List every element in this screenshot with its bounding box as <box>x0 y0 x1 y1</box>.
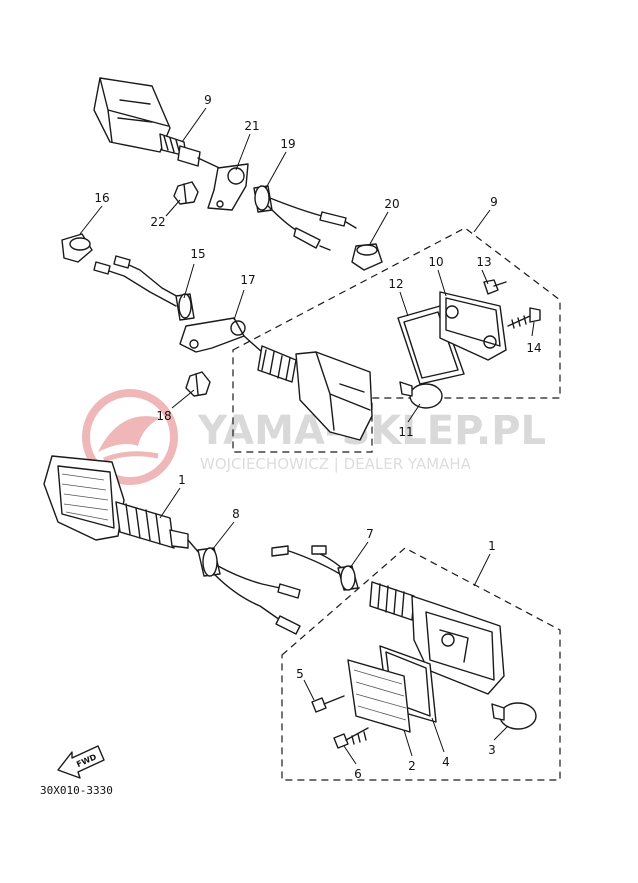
part-labels: 9 21 19 16 22 20 9 15 17 12 10 13 14 11 … <box>94 93 541 781</box>
grommet-front-right <box>271 545 359 591</box>
wire-cap-left <box>61 233 93 263</box>
label-part-9-upper: 9 <box>204 93 212 107</box>
lens-gasket-rear <box>397 305 465 385</box>
label-part-10: 10 <box>428 255 443 269</box>
label-part-1-right: 1 <box>488 539 496 553</box>
label-part-3: 3 <box>488 743 496 757</box>
nut-upper <box>173 181 199 205</box>
label-part-2: 2 <box>408 759 416 773</box>
lens-rear <box>439 291 507 361</box>
screw-front-5 <box>311 695 345 713</box>
bulb-front <box>491 702 537 730</box>
dealer-logo-icon <box>82 389 178 485</box>
label-part-19: 19 <box>280 137 295 151</box>
label-part-17: 17 <box>240 273 255 287</box>
group-outline-front-right <box>281 547 561 781</box>
front-turn-signal-left <box>43 455 301 635</box>
watermark-subtitle: WOJCIECHOWICZ | DEALER YAMAHA <box>200 455 472 473</box>
grommet-upper <box>253 185 357 251</box>
label-part-9-group: 9 <box>490 195 498 209</box>
bulb-rear <box>399 381 443 409</box>
label-part-18: 18 <box>156 409 171 423</box>
nut-lower <box>185 371 211 397</box>
rear-turn-signal-lower <box>93 255 373 441</box>
rear-turn-signal-upper <box>93 77 245 179</box>
label-part-6: 6 <box>354 767 362 781</box>
label-part-14: 14 <box>526 341 541 355</box>
label-part-12: 12 <box>388 277 403 291</box>
label-part-21: 21 <box>244 119 259 133</box>
front-turn-signal-right <box>369 581 505 695</box>
label-part-8: 8 <box>232 507 240 521</box>
label-part-5: 5 <box>296 667 304 681</box>
diagram-code: 30X010-3330 <box>40 784 113 797</box>
screw-rear-14 <box>507 307 541 329</box>
label-part-11: 11 <box>398 425 413 439</box>
fwd-arrow-icon: FWD <box>57 745 105 779</box>
screw-front-6 <box>333 727 369 749</box>
lens-front <box>347 659 411 733</box>
label-part-22: 22 <box>150 215 165 229</box>
label-part-4: 4 <box>442 755 450 769</box>
leader-lines <box>79 107 535 765</box>
bracket-upper <box>207 163 249 211</box>
label-part-16: 16 <box>94 191 109 205</box>
label-part-1-left: 1 <box>178 473 186 487</box>
wire-cap-upper <box>351 243 383 271</box>
label-part-20: 20 <box>384 197 399 211</box>
label-part-13: 13 <box>476 255 491 269</box>
label-part-7: 7 <box>366 527 374 541</box>
label-part-15: 15 <box>190 247 205 261</box>
group-outline-rear-left <box>232 227 561 453</box>
